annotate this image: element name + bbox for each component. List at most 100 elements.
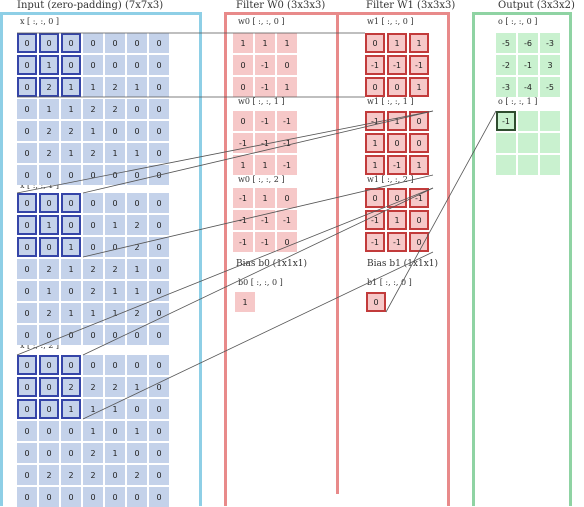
input-cell: 0 <box>127 355 147 375</box>
output-cell: 3 <box>540 55 560 75</box>
input-slice-0-label: x [ :, :, 0 ] <box>20 17 60 26</box>
input-cell: 0 <box>39 399 59 419</box>
input-cell: 2 <box>83 281 103 301</box>
input-cell: 2 <box>61 465 81 485</box>
input-cell: 1 <box>127 421 147 441</box>
input-cell: 0 <box>149 99 169 119</box>
w0-cell: 0 <box>233 55 253 75</box>
input-cell: 0 <box>105 165 125 185</box>
w1-cell: 0 <box>409 210 429 230</box>
input-cell: 1 <box>83 121 103 141</box>
input-title: Input (zero-padding) (7x7x3) <box>17 0 164 11</box>
output-grid-1: -1 <box>496 111 560 175</box>
w0-cell: 1 <box>255 155 275 175</box>
w0-cell: -1 <box>255 55 275 75</box>
input-cell: 0 <box>17 121 37 141</box>
input-cell: 0 <box>83 237 103 257</box>
w1-cell: 0 <box>365 77 385 97</box>
output-cell: -5 <box>540 77 560 97</box>
input-cell: 2 <box>39 121 59 141</box>
input-cell: 0 <box>149 77 169 97</box>
input-cell: 2 <box>83 99 103 119</box>
input-cell: 0 <box>105 325 125 345</box>
output-cell: -4 <box>518 77 538 97</box>
input-cell: 0 <box>39 443 59 463</box>
input-cell: 0 <box>61 193 81 213</box>
input-cell: 0 <box>149 465 169 485</box>
input-cell: 0 <box>149 487 169 507</box>
w0-cell: -1 <box>255 111 275 131</box>
input-cell: 0 <box>17 377 37 397</box>
output-cell: -2 <box>496 55 516 75</box>
input-cell: 0 <box>83 193 103 213</box>
input-cell: 1 <box>61 259 81 279</box>
input-cell: 1 <box>61 143 81 163</box>
output-cell <box>518 111 538 131</box>
w1-cell: -1 <box>387 232 407 252</box>
input-cell: 0 <box>39 421 59 441</box>
input-cell: 1 <box>105 143 125 163</box>
input-cell: 2 <box>105 77 125 97</box>
input-cell: 2 <box>83 143 103 163</box>
input-cell: 0 <box>39 377 59 397</box>
input-cell: 0 <box>17 399 37 419</box>
output-cell <box>518 133 538 153</box>
input-cell: 0 <box>17 281 37 301</box>
input-cell: 2 <box>39 465 59 485</box>
output-cell: -1 <box>496 111 516 131</box>
input-cell: 1 <box>61 399 81 419</box>
input-cell: 0 <box>105 237 125 257</box>
w0-slice-1-label: w0 [ :, :, 1 ] <box>238 97 285 106</box>
w1-slice-1-label: w1 [ :, :, 1 ] <box>367 97 414 106</box>
input-cell: 0 <box>83 165 103 185</box>
input-cell: 2 <box>61 121 81 141</box>
input-cell: 1 <box>127 77 147 97</box>
w1-cell: 0 <box>387 188 407 208</box>
w0-cell: 1 <box>277 77 297 97</box>
input-cell: 1 <box>61 237 81 257</box>
output-cell: -1 <box>518 55 538 75</box>
input-cell: 0 <box>105 121 125 141</box>
w0-cell: -1 <box>233 232 253 252</box>
input-cell: 0 <box>17 355 37 375</box>
w0-cell: 0 <box>277 232 297 252</box>
input-cell: 0 <box>149 215 169 235</box>
input-cell: 0 <box>17 77 37 97</box>
input-cell: 0 <box>61 165 81 185</box>
input-cell: 0 <box>39 237 59 257</box>
w0-cell: -1 <box>255 133 275 153</box>
w1-cell: 1 <box>409 155 429 175</box>
input-cell: 2 <box>83 259 103 279</box>
input-cell: 0 <box>17 33 37 53</box>
w1-cell: 0 <box>387 133 407 153</box>
output-cell: -6 <box>518 33 538 53</box>
input-cell: 0 <box>61 33 81 53</box>
input-cell: 0 <box>17 303 37 323</box>
input-cell: 0 <box>39 33 59 53</box>
w1-cell: 0 <box>409 133 429 153</box>
input-cell: 0 <box>105 355 125 375</box>
input-cell: 2 <box>39 303 59 323</box>
input-cell: 2 <box>127 215 147 235</box>
input-cell: 0 <box>61 355 81 375</box>
input-cell: 0 <box>149 193 169 213</box>
input-cell: 2 <box>61 377 81 397</box>
w1-cell: -1 <box>409 55 429 75</box>
w1-cell: 1 <box>387 111 407 131</box>
input-cell: 0 <box>17 421 37 441</box>
input-cell: 0 <box>149 325 169 345</box>
bias-b1-title: Bias b1 (1x1x1) <box>367 259 439 269</box>
input-cell: 1 <box>61 303 81 323</box>
input-cell: 2 <box>83 377 103 397</box>
input-cell: 0 <box>149 443 169 463</box>
input-cell: 1 <box>127 281 147 301</box>
input-cell: 0 <box>17 143 37 163</box>
input-cell: 1 <box>83 303 103 323</box>
input-cell: 0 <box>83 355 103 375</box>
